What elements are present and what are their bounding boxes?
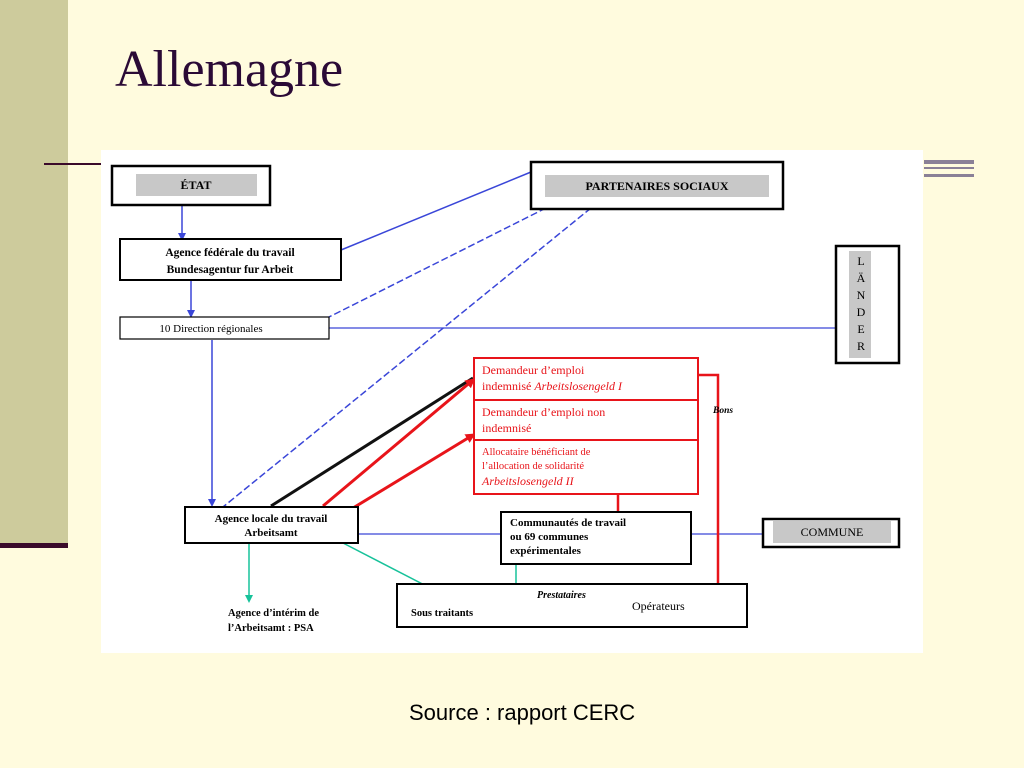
psa-label-1: Agence d’intérim de	[228, 608, 319, 619]
demandeur-non-label-2: indemnisé	[482, 421, 531, 435]
communautes-label-2: ou 69 communes	[510, 531, 589, 543]
agence-federale-label-2: Bundesagentur fur Arbeit	[167, 264, 294, 276]
title-rule-right	[924, 160, 974, 164]
demandeur-stack-box	[473, 357, 699, 495]
communautes-label-1: Communautés de travail	[510, 517, 626, 529]
prestataires-box	[396, 583, 748, 628]
diagram-svg: ÉTAT PARTENAIRES SOCIAUX Agence fédérale…	[110, 160, 901, 634]
source-caption: Source : rapport CERC	[409, 700, 636, 725]
commune-fill	[773, 521, 891, 543]
allocataire-label-1: Allocataire bénéficiant de	[482, 447, 591, 458]
lander-letters: L Ä N D E R	[857, 254, 866, 353]
agence-federale-label-1: Agence fédérale du travail	[165, 247, 294, 259]
allocataire-label-2: l’allocation de solidarité	[482, 461, 584, 472]
etat-fill	[136, 174, 257, 196]
agence-locale-box	[184, 506, 359, 544]
partenaires-fill	[545, 175, 769, 197]
link-agence-locale-demandeur-red-2	[352, 433, 476, 510]
lander-letter: R	[857, 339, 865, 353]
agence-locale-label-1: Agence locale du travail	[215, 513, 328, 525]
agence-locale-label-2: Arbeitsamt	[244, 527, 297, 539]
sidebar-band	[0, 0, 68, 548]
title-rule-right-2	[924, 167, 974, 169]
commune-label: COMMUNE	[801, 525, 864, 539]
demandeur-indemnise-label-2: indemnisé Arbeitslosengeld I	[482, 379, 623, 393]
demandeur-indemnise-label-1: Demandeur d’emploi	[482, 363, 585, 377]
lander-letter: N	[857, 288, 866, 302]
direction-box	[119, 316, 330, 340]
psa-label-2: l’Arbeitsamt : PSA	[228, 623, 314, 634]
demandeur-indemnise-text: indemnisé	[482, 379, 534, 393]
prestataires-label: Prestataires	[537, 590, 586, 601]
lander-letter: L	[857, 254, 864, 268]
link-partenaires-direction	[328, 207, 547, 318]
partenaires-label: PARTENAIRES SOCIAUX	[585, 179, 728, 193]
sous-traitants-label: Sous traitants	[411, 608, 473, 619]
communautes-label-3: expérimentales	[510, 545, 582, 557]
link-partenaires-agence	[340, 171, 532, 251]
etat-label: ÉTAT	[181, 178, 212, 192]
slide-title: Allemagne	[115, 41, 344, 98]
title-rule-left	[44, 163, 102, 165]
communautes-box	[500, 511, 692, 565]
demandeur-indemnise-italic: Arbeitslosengeld I	[533, 379, 623, 393]
operateurs-label: Opérateurs	[632, 599, 685, 613]
demandeur-non-label-1: Demandeur d’emploi non	[482, 405, 605, 419]
lander-letter: E	[857, 322, 864, 336]
direction-label: 10 Direction régionales	[159, 323, 262, 335]
link-bons	[698, 373, 723, 593]
lander-letter: Ä	[857, 271, 866, 285]
diagram-panel: ÉTAT PARTENAIRES SOCIAUX Agence fédérale…	[101, 150, 923, 653]
link-agence-locale-demandeur-black	[270, 376, 474, 508]
agence-federale-box	[119, 238, 342, 281]
link-agence-locale-demandeur-red-1	[322, 378, 476, 508]
title-rule-right-3	[924, 174, 974, 177]
allocataire-label-3: Arbeitslosengeld II	[481, 474, 575, 488]
lander-letter: D	[857, 305, 866, 319]
link-partenaires-agence-locale	[222, 207, 592, 508]
sidebar-accent-line	[0, 543, 68, 548]
bons-label: Bons	[712, 406, 733, 416]
lander-fill	[849, 251, 871, 358]
